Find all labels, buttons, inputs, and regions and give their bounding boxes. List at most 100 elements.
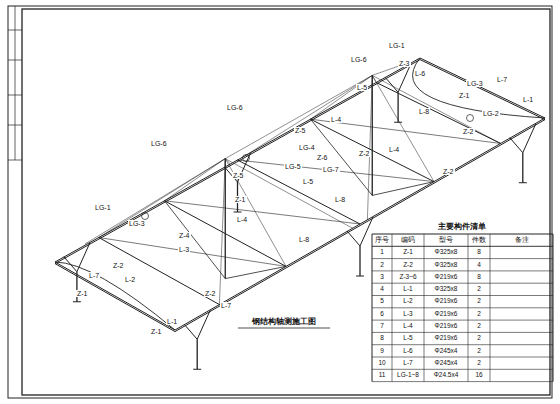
table-cell: L-4 — [403, 323, 412, 330]
table-cell: 7 — [380, 323, 384, 330]
node-symbol — [142, 213, 149, 220]
mast-strut — [372, 182, 434, 196]
cross-beam — [376, 82, 500, 143]
table-cell: LG-1~8 — [397, 372, 419, 379]
table-header: 编码 — [401, 237, 415, 244]
table-cell: 2 — [477, 298, 481, 305]
member-label: Z-2 — [358, 150, 371, 157]
table-line — [372, 307, 553, 308]
table-cell: Z-1 — [403, 249, 413, 256]
table-line — [490, 234, 491, 382]
member-label: Z-5 — [294, 127, 307, 134]
table-cell: Φ219x6 — [435, 335, 458, 342]
column — [522, 153, 523, 183]
cable — [85, 159, 225, 244]
table-cell: Φ219x6 — [435, 311, 458, 318]
column-branch — [360, 217, 373, 246]
table-cell: 2 — [477, 348, 481, 355]
mast — [225, 159, 226, 279]
cable — [165, 159, 226, 201]
table-cell: 2 — [477, 335, 481, 342]
table-cell: L-1 — [403, 286, 412, 293]
table-cell: 8 — [477, 249, 481, 256]
column — [197, 339, 198, 369]
member-label: LG-1 — [94, 204, 112, 211]
cable — [367, 75, 372, 219]
cable — [245, 75, 372, 156]
table-cell: L-6 — [403, 348, 412, 355]
member-label: Z-3 — [398, 60, 411, 67]
table-line — [553, 234, 554, 382]
member-label: L-8 — [334, 196, 346, 203]
table-cell: 10 — [378, 360, 385, 367]
table-line — [372, 357, 553, 358]
table-cell: 3 — [380, 274, 384, 281]
column-base — [193, 369, 201, 370]
member-label: LG-3 — [128, 220, 146, 227]
table-cell: 8 — [477, 274, 481, 281]
table-cell: 4 — [477, 262, 481, 269]
member-label: L-6 — [414, 70, 426, 77]
column-branch — [398, 63, 411, 92]
member-label: L-4 — [236, 216, 248, 223]
member-label: Z-1 — [458, 92, 471, 99]
table-cell: Z-3~6 — [399, 274, 416, 281]
member-label: LG-6 — [150, 140, 168, 147]
table-line — [372, 369, 553, 370]
column-branch — [347, 231, 360, 246]
cable — [372, 75, 500, 143]
table-line — [372, 344, 553, 345]
table-cell: L-5 — [403, 335, 412, 342]
table-line — [372, 283, 553, 284]
column-base — [356, 276, 364, 277]
table-line — [372, 320, 553, 321]
table-cell: 16 — [475, 372, 482, 379]
table-cell: 4 — [380, 286, 384, 293]
title-underline — [238, 328, 330, 329]
table-cell: Φ219x6 — [435, 323, 458, 330]
table-line — [372, 234, 553, 235]
table-cell: 9 — [380, 348, 384, 355]
column-branch — [510, 138, 523, 153]
table-header: 序号 — [375, 237, 389, 244]
member-label: Z-2 — [442, 168, 455, 175]
cable — [225, 159, 286, 267]
table-cell: L-7 — [403, 360, 412, 367]
member-label: Z-2 — [112, 262, 125, 269]
table-line — [372, 270, 553, 271]
node-symbol — [243, 155, 250, 162]
member-label: L-3 — [178, 246, 190, 253]
member-label: L-5 — [302, 178, 314, 185]
member-label: L-7 — [496, 76, 508, 83]
table-cell: Φ24.5x4 — [434, 372, 459, 379]
member-label: Z-6 — [316, 154, 329, 161]
diagonal-member — [238, 160, 435, 182]
table-cell: 2 — [380, 262, 384, 269]
member-label: L-7 — [220, 302, 232, 309]
table-cell: 5 — [380, 298, 384, 305]
cable — [372, 75, 434, 181]
member-label: L-4 — [388, 146, 400, 153]
column-base — [519, 182, 527, 183]
table-cell: Φ325x8 — [435, 286, 458, 293]
table-line — [372, 332, 553, 333]
table-line — [372, 234, 373, 382]
table-line — [372, 258, 553, 259]
curved-member — [55, 262, 175, 330]
mast-strut — [311, 119, 373, 195]
table-line — [372, 381, 553, 382]
cross-beam — [238, 160, 361, 224]
table-cell: 11 — [379, 372, 386, 379]
member-label: LG-1 — [388, 42, 406, 49]
cable — [219, 159, 225, 305]
member-label: L-2 — [124, 276, 136, 283]
member-label: L-5 — [356, 84, 368, 91]
table-line — [372, 246, 553, 247]
column-branch — [64, 257, 77, 272]
member-label: Z-5 — [232, 172, 245, 179]
table-cell: Φ325x8 — [435, 249, 458, 256]
member-label: L-1 — [522, 96, 534, 103]
member-label: LG-2 — [482, 110, 500, 117]
